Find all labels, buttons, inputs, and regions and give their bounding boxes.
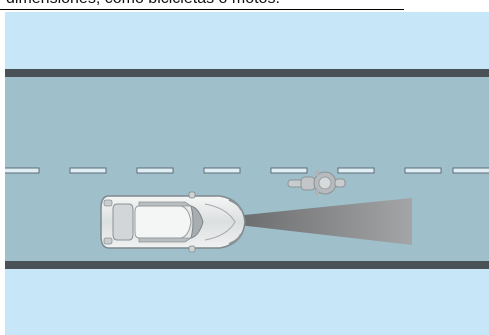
- lane-dash: [204, 168, 240, 173]
- lane-dash: [453, 168, 489, 173]
- road-edge-bottom: [5, 261, 489, 269]
- lane-dash: [338, 168, 374, 173]
- car-icon: [101, 192, 245, 252]
- road-edge-top: [5, 69, 489, 77]
- road-scene: [5, 12, 489, 335]
- lane-dash: [271, 168, 307, 173]
- lane-dash: [5, 168, 39, 173]
- caption-underline: [0, 9, 404, 10]
- lane-dash: [137, 168, 173, 173]
- caption-text: dimensiones, como bicicletas o motos.: [6, 0, 280, 9]
- road-diagram: [5, 12, 489, 335]
- caption-strip: dimensiones, como bicicletas o motos.: [0, 0, 489, 10]
- lane-dash: [70, 168, 106, 173]
- lane-dash: [405, 168, 441, 173]
